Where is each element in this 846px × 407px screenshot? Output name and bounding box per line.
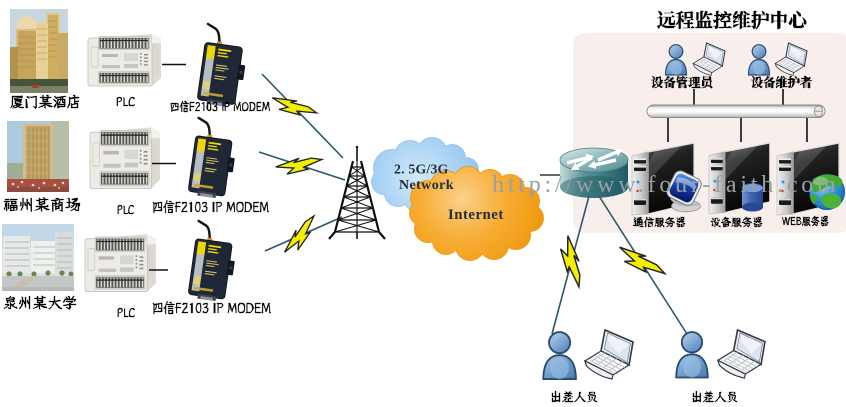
svg-text:2. 5G/3G: 2. 5G/3G xyxy=(394,162,449,177)
svg-text:Internet: Internet xyxy=(448,207,504,223)
svg-text:Network: Network xyxy=(399,178,454,193)
svg-text:http://www.four-faith.com: http://www.four-faith.com xyxy=(492,172,840,198)
